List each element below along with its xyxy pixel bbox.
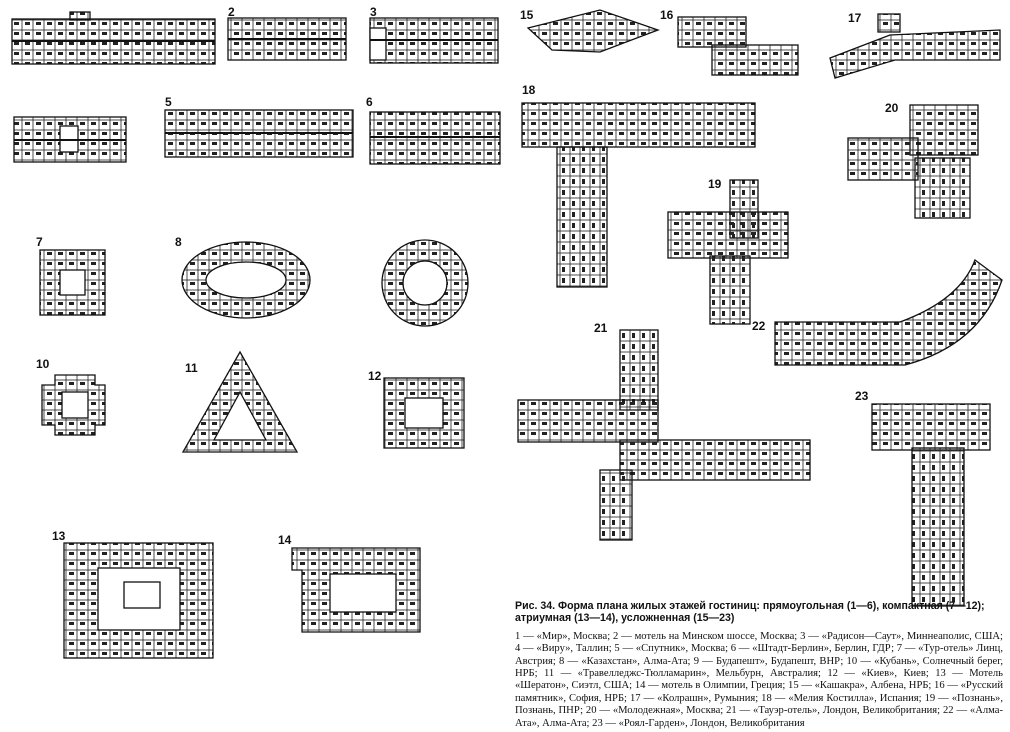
plan-label-20: 20	[885, 101, 899, 115]
plan-4	[13, 116, 127, 163]
plan-label-7: 7	[36, 235, 43, 249]
plan-label-12: 12	[368, 369, 382, 383]
plan-label-10: 10	[36, 357, 50, 371]
plan-7	[39, 249, 106, 316]
plan-label-16: 16	[660, 8, 674, 22]
plan-label-8: 8	[175, 235, 182, 249]
plan-22	[774, 258, 1003, 366]
plan-label-6: 6	[366, 95, 373, 109]
plan-13	[63, 542, 214, 659]
plan-20	[847, 104, 979, 219]
plan-label-23: 23	[855, 389, 869, 403]
plan-label-17: 17	[848, 11, 862, 25]
plan-label-2: 2	[228, 5, 235, 19]
plan-label-11: 11	[185, 361, 198, 375]
plan-12	[383, 377, 465, 449]
plan-10	[41, 374, 106, 436]
plan-23	[871, 403, 991, 607]
plan-5	[164, 109, 354, 158]
plan-label-22: 22	[752, 319, 766, 333]
plan-19	[667, 179, 789, 325]
caption-body: 1 — «Мир», Москва; 2 — мотель на Минском…	[515, 630, 1003, 729]
plan-label-3: 3	[370, 5, 377, 19]
plan-9	[381, 239, 469, 327]
plan-label-5: 5	[165, 95, 172, 109]
plan-label-18: 18	[522, 83, 536, 97]
plan-21	[517, 329, 811, 541]
plan-1	[11, 11, 216, 65]
plan-14	[291, 547, 421, 633]
plan-6	[369, 111, 501, 165]
plan-8	[181, 241, 311, 319]
plan-16	[677, 16, 799, 76]
plan-label-13: 13	[52, 529, 66, 543]
caption-title: Рис. 34. Форма плана жилых этажей гостин…	[515, 600, 985, 625]
plan-label-21: 21	[594, 321, 608, 335]
plan-11	[181, 350, 299, 453]
plan-18	[521, 102, 756, 288]
figure-caption: Рис. 34. Форма плана жилых этажей гостин…	[515, 600, 1003, 730]
plan-3	[369, 17, 499, 64]
plan-15	[526, 9, 660, 53]
plan-label-19: 19	[708, 177, 722, 191]
plan-label-15: 15	[520, 8, 534, 22]
plan-label-14: 14	[278, 533, 292, 547]
plan-17	[829, 13, 1001, 79]
plan-2	[227, 17, 347, 61]
